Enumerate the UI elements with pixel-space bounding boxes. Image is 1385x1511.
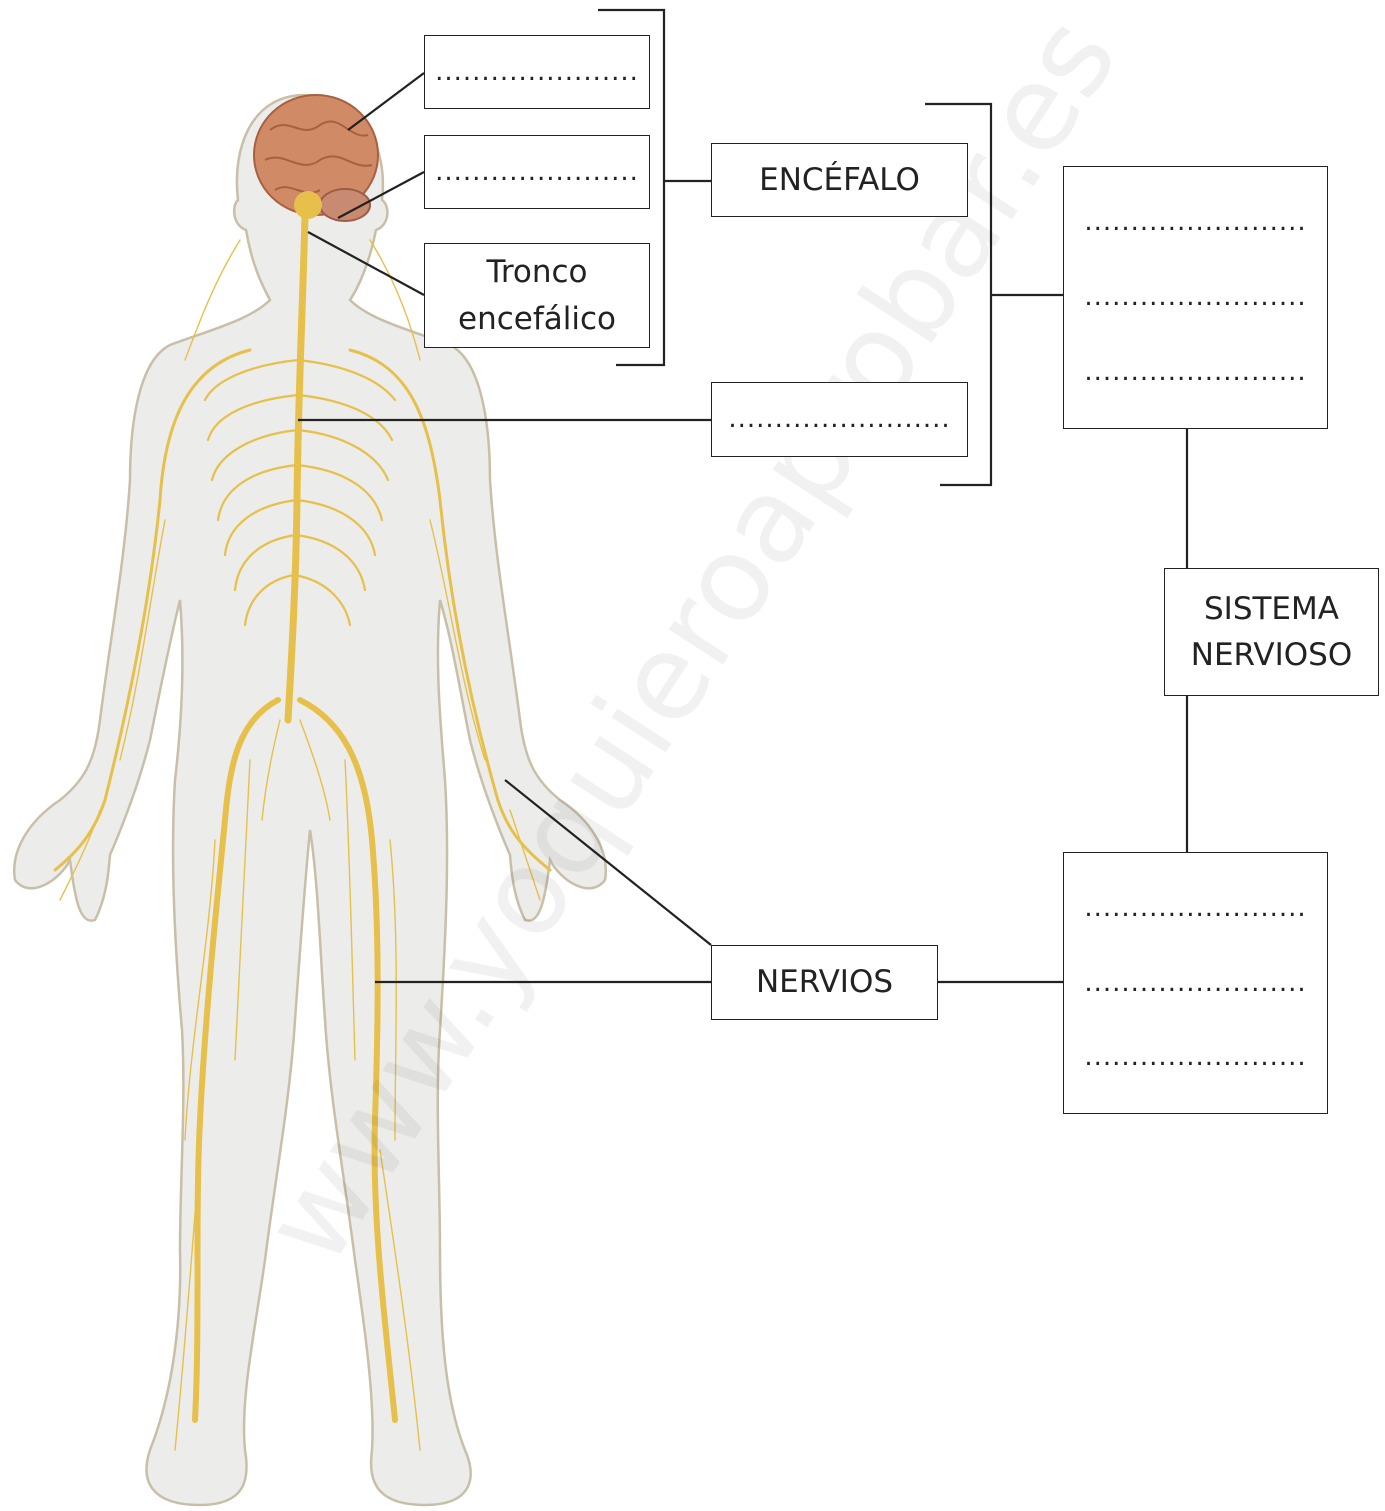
- cerebro-blank-box[interactable]: ......................: [424, 35, 650, 109]
- tronco-label: Tronco encefálico: [451, 249, 623, 342]
- cerebelo-blank: ......................: [435, 153, 639, 192]
- periferico-blank-1: ........................: [1084, 889, 1306, 928]
- tronco-box: Tronco encefálico: [424, 243, 650, 348]
- cerebro-blank: ......................: [435, 53, 639, 92]
- periferico-blank-box[interactable]: ........................ ...............…: [1063, 852, 1328, 1114]
- nervios-box: NERVIOS: [711, 945, 938, 1020]
- periferico-blank-2: ........................: [1084, 964, 1306, 1003]
- encefalo-box: ENCÉFALO: [711, 143, 968, 217]
- brainstem: [294, 191, 322, 219]
- cerebro-pointer: [348, 73, 424, 130]
- medula-blank-box[interactable]: ........................: [711, 382, 968, 457]
- sistema-label: SISTEMA NERVIOSO: [1179, 586, 1364, 679]
- central-blank-3: ........................: [1084, 353, 1306, 392]
- central-blank-box[interactable]: ........................ ...............…: [1063, 166, 1328, 429]
- cerebelo-blank-box[interactable]: ......................: [424, 135, 650, 209]
- central-blank-2: ........................: [1084, 278, 1306, 317]
- encefalo-label: ENCÉFALO: [759, 157, 920, 204]
- sistema-box: SISTEMA NERVIOSO: [1164, 568, 1379, 696]
- medula-blank: ........................: [728, 400, 950, 439]
- periferico-blank-3: ........................: [1084, 1038, 1306, 1077]
- nervios-label: NERVIOS: [756, 959, 893, 1006]
- central-blank-1: ........................: [1084, 203, 1306, 242]
